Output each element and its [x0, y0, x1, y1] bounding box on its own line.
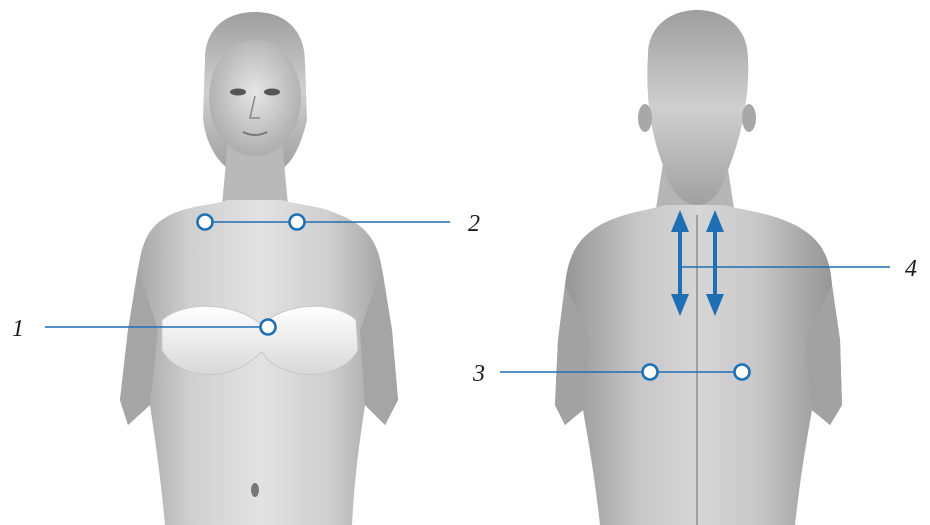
- back-torso: [555, 205, 842, 525]
- callout-3-marker-right: [735, 365, 750, 380]
- callout-2-marker-left: [198, 215, 213, 230]
- callout-3-marker-left: [643, 365, 658, 380]
- front-navel: [251, 483, 259, 497]
- back-left-ear: [638, 104, 652, 132]
- back-right-ear: [742, 104, 756, 132]
- callout-4-number: 4: [905, 256, 917, 282]
- front-torso: [120, 200, 398, 525]
- callout-2-number: 2: [468, 211, 480, 237]
- callout-1-marker: [261, 320, 276, 335]
- callout-3-number: 3: [472, 361, 485, 387]
- front-right-eye: [264, 89, 280, 96]
- callout-1-number: 1: [12, 316, 24, 342]
- front-torso-figure: [120, 12, 398, 525]
- front-left-eye: [230, 89, 246, 96]
- callout-2-marker-right: [290, 215, 305, 230]
